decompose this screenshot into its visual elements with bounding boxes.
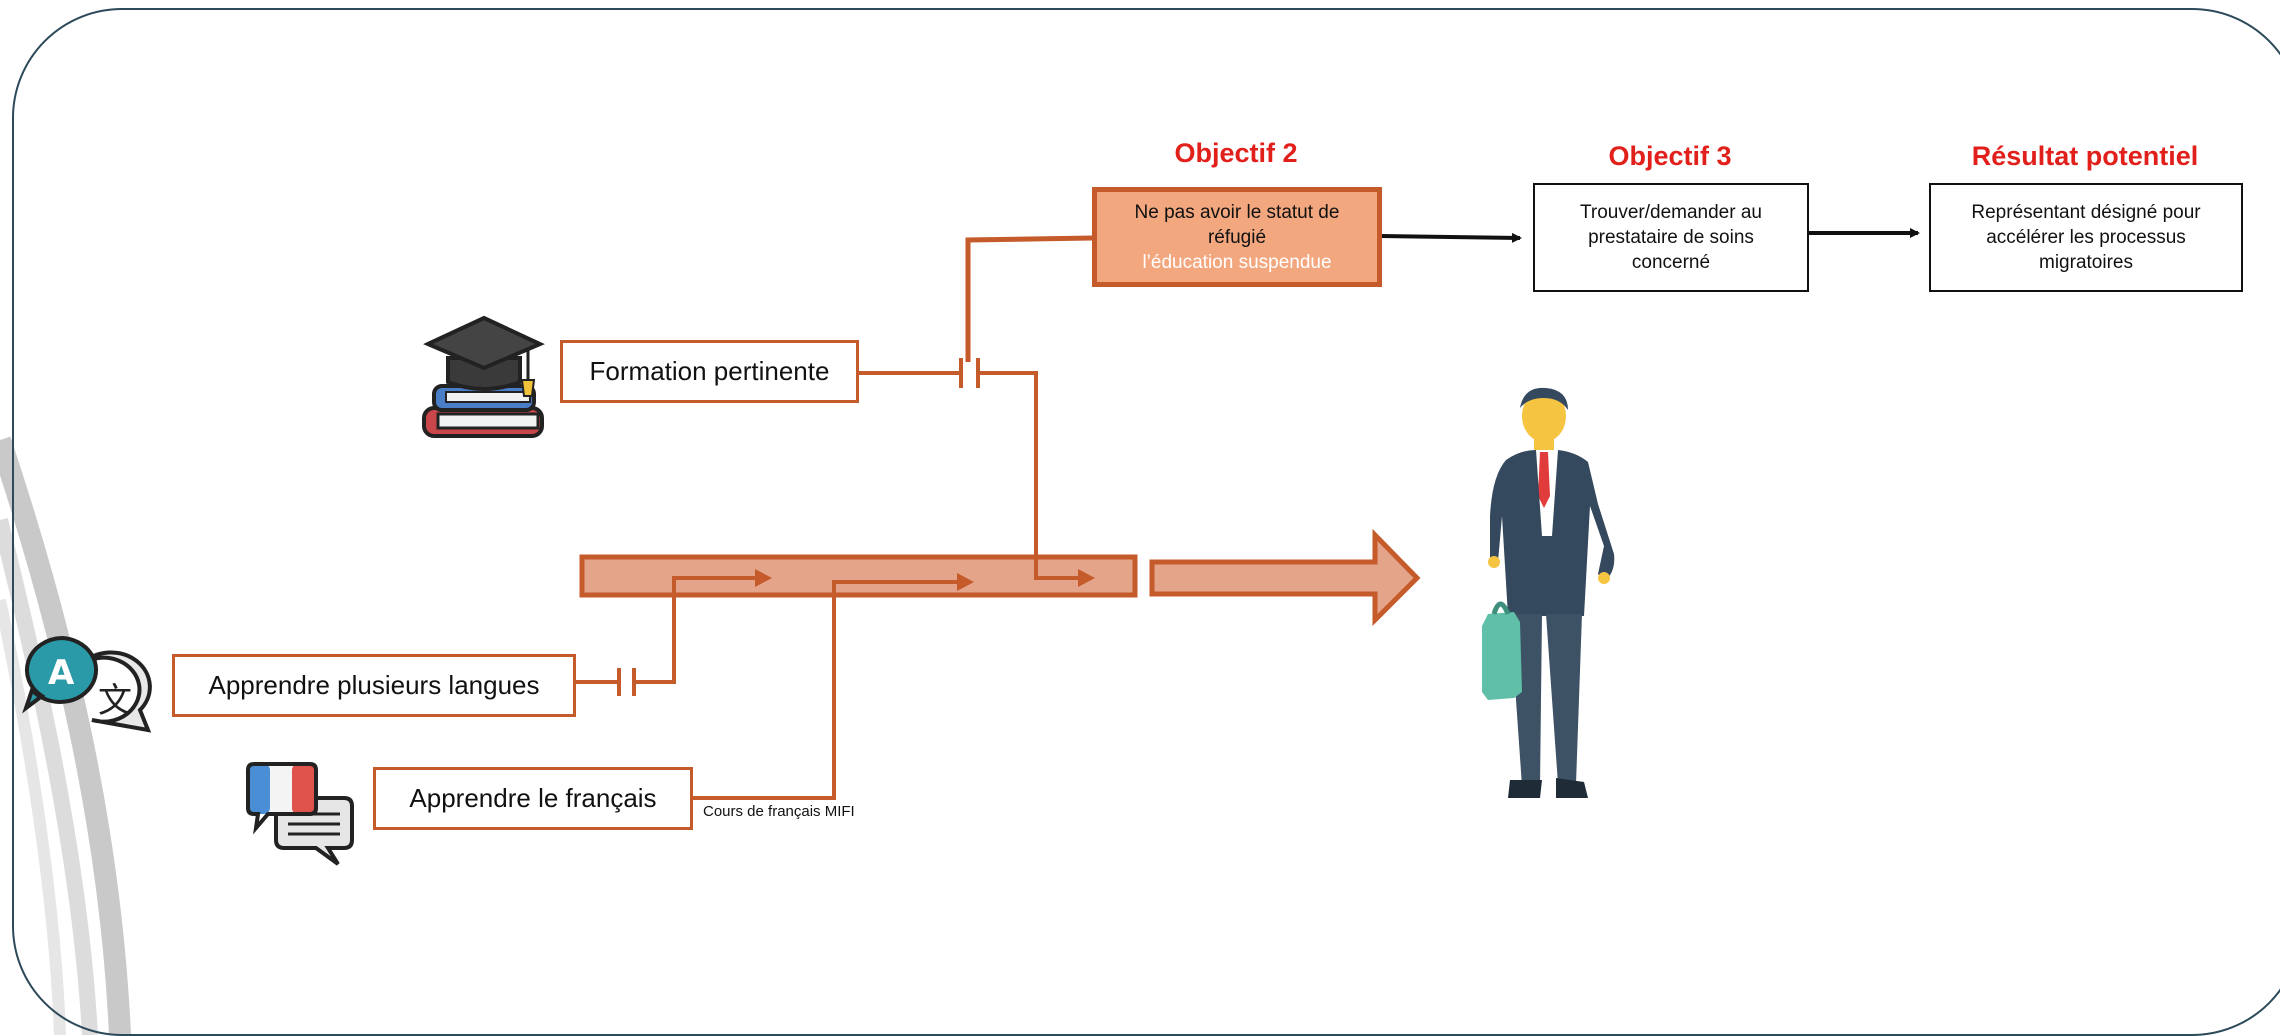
svg-text:A: A bbox=[48, 653, 75, 693]
french-flag-chat-icon bbox=[246, 762, 354, 866]
objectif3-line3: concerné bbox=[1631, 252, 1711, 273]
objectif2-line3: l’éducation suspendue bbox=[1142, 251, 1332, 273]
objectif2-line1: Ne pas avoir le statut de bbox=[1134, 201, 1340, 223]
resultat-box: Représentant désigné pour accélérer les … bbox=[1929, 183, 2243, 292]
graduation-cap-books-icon bbox=[422, 315, 545, 438]
langues-box: Apprendre plusieurs langues bbox=[172, 654, 576, 717]
objectif2-box: Ne pas avoir le statut de réfugié l’éduc… bbox=[1092, 187, 1382, 287]
translate-bubbles-icon: 文 A bbox=[22, 635, 152, 733]
resultat-line2: accélérer les processus bbox=[1986, 227, 2186, 248]
francais-note: Cours de français MIFI bbox=[703, 803, 855, 820]
businessman-with-briefcase-icon bbox=[1482, 387, 1615, 798]
resultat-line3: migratoires bbox=[2039, 252, 2133, 273]
objectif3-line2: prestataire de soins bbox=[1588, 227, 1754, 248]
formation-label: Formation pertinente bbox=[589, 356, 830, 386]
objectif2-line2: réfugié bbox=[1207, 226, 1267, 248]
objectif3-line1: Trouver/demander au bbox=[1579, 202, 1762, 223]
francais-label: Apprendre le français bbox=[409, 783, 657, 813]
langues-label: Apprendre plusieurs langues bbox=[208, 670, 540, 700]
formation-box: Formation pertinente bbox=[560, 340, 859, 403]
objectif3-box: Trouver/demander au prestataire de soins… bbox=[1533, 183, 1809, 292]
resultat-title: Résultat potentiel bbox=[1971, 141, 2199, 171]
objectif2-title: Objectif 2 bbox=[1174, 138, 1298, 168]
resultat-line1: Représentant désigné pour bbox=[1971, 202, 2201, 223]
big-arrow bbox=[1149, 528, 1421, 627]
objectif3-title: Objectif 3 bbox=[1608, 141, 1732, 171]
svg-text:文: 文 bbox=[98, 681, 132, 721]
francais-box: Apprendre le français bbox=[373, 767, 693, 830]
